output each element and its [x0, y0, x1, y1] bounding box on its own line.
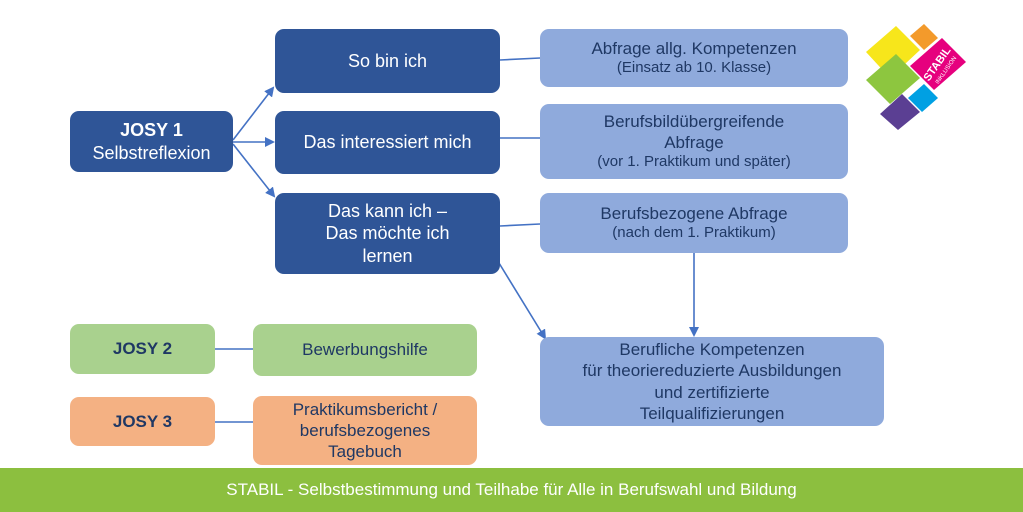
arrow-josy1-to-so-bin-ich: [232, 86, 275, 141]
branch-line: Das kann ich –: [327, 200, 448, 221]
josy1-subtitle: Selbstreflexion: [92, 142, 211, 163]
competencies-line: Teilqualifizierungen: [639, 403, 785, 423]
josy2-title: JOSY 2: [112, 339, 173, 359]
bewerbungshilfe-label: Bewerbungshilfe: [302, 340, 428, 360]
line-so-bin-ich-to-query1: [499, 57, 541, 61]
query-note: (Einsatz ab 10. Klasse): [616, 59, 772, 77]
competencies-box: Berufliche Kompetenzen für theoriereduzi…: [540, 337, 884, 426]
query-title: Abfrage allg. Kompetenzen: [591, 39, 797, 58]
query-allg-kompetenzen: Abfrage allg. Kompetenzen (Einsatz ab 10…: [540, 29, 848, 87]
competencies-line: und zertifizierte: [654, 382, 770, 402]
praktikum-line: berufsbezogenes: [299, 420, 431, 440]
stabil-logo: STABIL INKLUSION: [866, 24, 966, 130]
praktikum-line: Praktikumsbericht /: [292, 399, 438, 419]
branch-line: Das möchte ich: [325, 223, 450, 244]
competencies-line: Berufliche Kompetenzen: [619, 340, 805, 359]
query-note: (vor 1. Praktikum und später): [597, 153, 791, 171]
josy3-box: JOSY 3: [70, 397, 215, 446]
branch-interessiert-mich: Das interessiert mich: [275, 111, 500, 174]
josy3-title: JOSY 3: [112, 411, 173, 431]
bewerbungshilfe-box: Bewerbungshilfe: [253, 324, 477, 376]
competencies-line: für theoriereduzierte Ausbildungen: [582, 361, 842, 381]
footer-text: STABIL - Selbstbestimmung und Teilhabe f…: [226, 480, 797, 499]
query-note: (nach dem 1. Praktikum): [612, 224, 776, 242]
footer-bar: STABIL - Selbstbestimmung und Teilhabe f…: [0, 468, 1023, 512]
line-kann-ich-to-query3: [499, 223, 541, 227]
query-title: Berufsbezogene Abfrage: [600, 204, 788, 223]
query-title: Berufsbildübergreifende: [603, 111, 785, 131]
query-berufsbilduebergreifend: Berufsbildübergreifende Abfrage (vor 1. …: [540, 104, 848, 179]
arrow-josy1-to-kann-ich: [232, 143, 276, 198]
josy1-box: JOSY 1 Selbstreflexion: [70, 111, 233, 172]
branch-kann-ich: Das kann ich – Das möchte ich lernen: [275, 193, 500, 274]
query-title: Abfrage: [664, 133, 724, 153]
branch-line: lernen: [362, 245, 413, 266]
praktikum-line: Tagebuch: [328, 442, 402, 462]
branch-label: So bin ich: [347, 50, 428, 71]
branch-so-bin-ich: So bin ich: [275, 29, 500, 93]
arrow-kann-ich-to-competencies: [498, 262, 547, 340]
praktikumsbericht-box: Praktikumsbericht / berufsbezogenes Tage…: [253, 396, 477, 465]
query-berufsbezogen: Berufsbezogene Abfrage (nach dem 1. Prak…: [540, 193, 848, 253]
josy1-title: JOSY 1: [120, 120, 183, 140]
josy2-box: JOSY 2: [70, 324, 215, 374]
branch-label: Das interessiert mich: [303, 132, 472, 153]
